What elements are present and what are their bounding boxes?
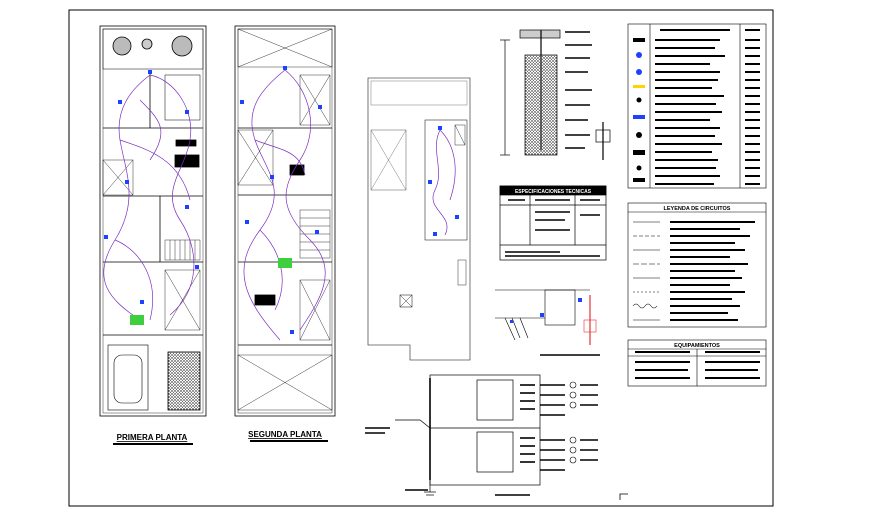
specs-table	[499, 185, 607, 261]
circuits-legend-title: LEYENDA DE CIRCUITOS	[664, 206, 731, 212]
second-floor-scale-bar	[250, 440, 328, 442]
equipment-table	[627, 339, 767, 387]
roof-plan	[367, 77, 471, 361]
first-floor-plan	[99, 25, 207, 417]
riser-diagram	[365, 374, 598, 496]
equipment-table-title: EQUIPAMIENTOS	[674, 343, 720, 349]
specs-table-title: ESPECIFICACIONES TECNICAS	[515, 189, 592, 195]
symbol-legend-table	[627, 23, 767, 189]
grounding-well-detail	[500, 29, 611, 160]
single-line-diagram	[495, 289, 600, 356]
drawing-frame	[68, 9, 774, 507]
corner-mark	[619, 493, 628, 500]
first-floor-title: PRIMERA PLANTA	[117, 433, 188, 442]
circuits-legend-table	[627, 202, 767, 328]
second-floor-plan	[234, 25, 336, 417]
second-floor-title: SEGUNDA PLANTA	[248, 430, 322, 439]
first-floor-scale-bar	[113, 443, 193, 445]
